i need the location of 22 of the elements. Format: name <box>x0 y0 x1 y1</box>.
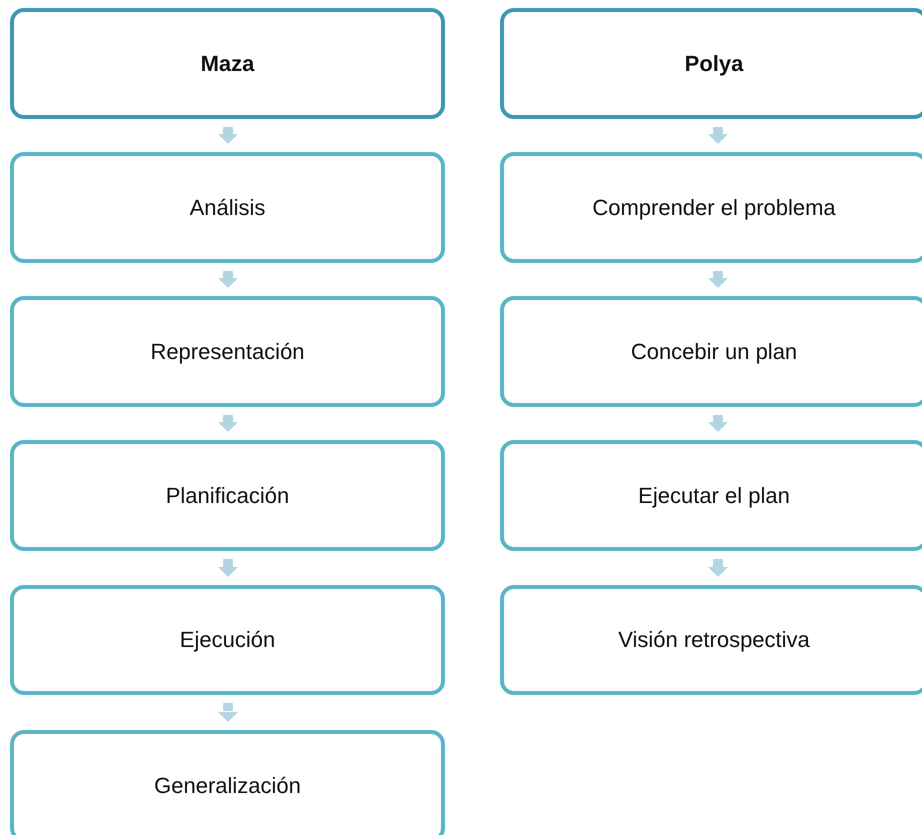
header-box <box>10 8 445 119</box>
header-box <box>500 8 922 119</box>
process-box <box>500 296 922 407</box>
box-label: Representación <box>150 338 305 364</box>
process-box <box>10 296 445 407</box>
process-box <box>10 730 445 835</box>
process-box <box>500 585 922 695</box>
box-label: Generalización <box>154 773 301 799</box>
process-box <box>500 440 922 551</box>
process-box <box>10 585 445 695</box>
box-label: Planificación <box>166 482 290 508</box>
box-label: Concebir un plan <box>630 338 798 364</box>
process-box <box>10 440 445 551</box>
box-label: Ejecución <box>180 627 276 653</box>
box-label: Polya <box>684 50 744 76</box>
process-box <box>10 152 445 263</box>
process-box <box>500 152 922 263</box>
box-label: Visión retrospectiva <box>618 627 810 653</box>
box-label: Comprender el problema <box>592 194 836 220</box>
box-label: Ejecutar el plan <box>638 482 790 508</box>
box-label: Análisis <box>190 194 266 220</box>
box-label: Maza <box>200 50 254 76</box>
